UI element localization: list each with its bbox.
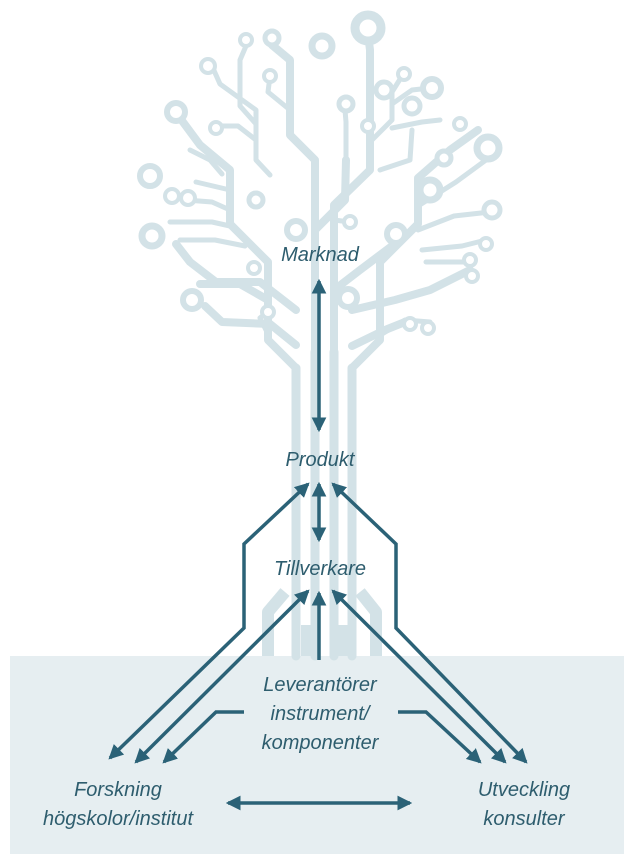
label-leverantorer-line2: instrument/: [271, 703, 372, 725]
flow-arrows: [108, 278, 528, 811]
label-produkt: Produkt: [286, 449, 356, 471]
label-leverantorer-line3: komponenter: [262, 732, 380, 754]
label-forskning-line1: Forskning: [74, 779, 162, 801]
label-leverantorer-line1: Leverantörer: [263, 674, 378, 696]
label-utveckling-line2: konsulter: [483, 808, 565, 830]
label-forskning-line2: högskolor/institut: [43, 808, 195, 830]
tree-roots: [262, 588, 382, 656]
label-marknad: Marknad: [281, 244, 360, 266]
label-utveckling-line1: Utveckling: [478, 779, 570, 801]
label-tillverkare: Tillverkare: [274, 558, 366, 580]
node-labels: Marknad Produkt Tillverkare Leverantörer…: [43, 244, 570, 830]
tree-trunk: [291, 347, 357, 661]
arrow-utveckling-tillverkare: [331, 589, 507, 764]
tree-pads: [137, 10, 503, 336]
arrow-leverantorer-utveckling: [398, 710, 482, 764]
arrow-leverantorer-forskning: [162, 710, 244, 764]
arrow-forskning-tillverkare: [134, 589, 310, 764]
